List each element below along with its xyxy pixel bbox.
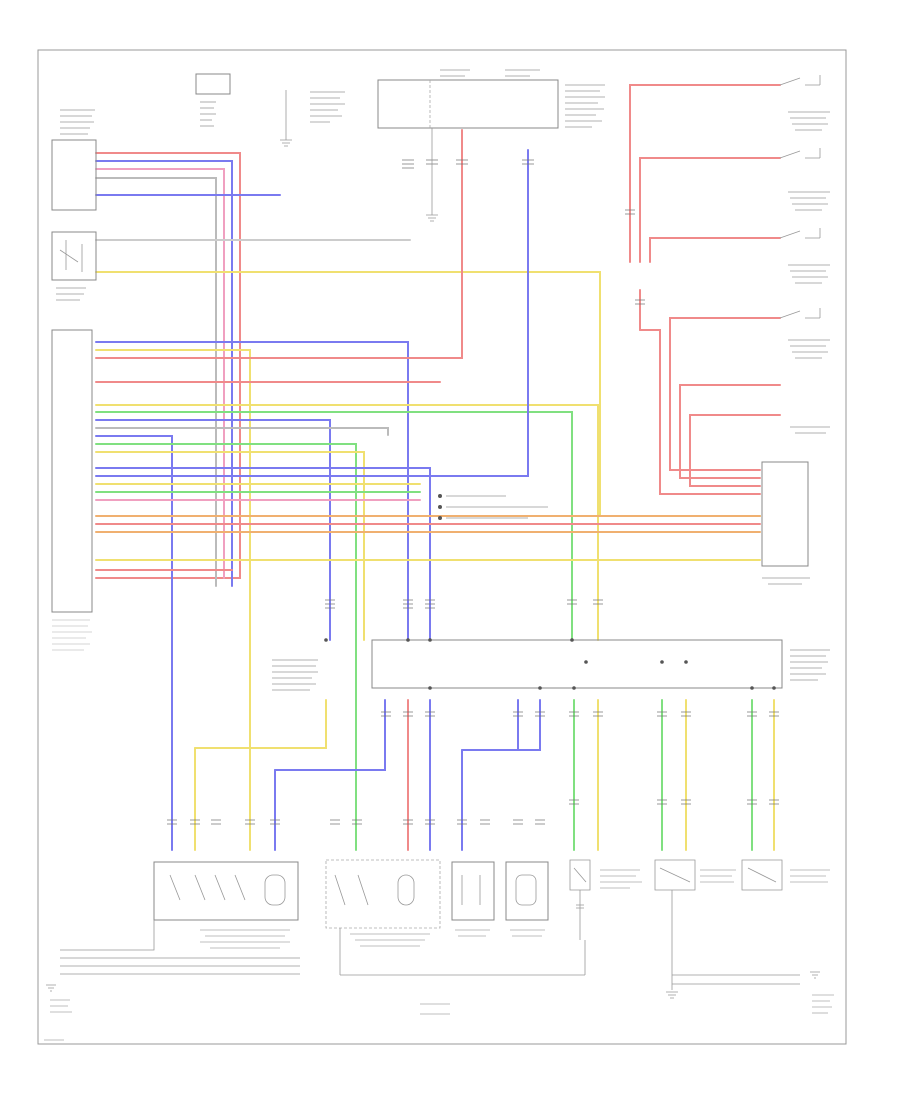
wire-blue-5 (95, 435, 173, 851)
occupant-sensor (51, 109, 97, 211)
wire-red-6 (629, 84, 781, 263)
legend (438, 494, 548, 520)
ground-junction (426, 128, 438, 222)
wire-blue-4 (95, 419, 331, 641)
junction-dots (324, 638, 776, 690)
sensor-c (451, 861, 495, 921)
diagram-frame (37, 49, 847, 1045)
door-switches (779, 75, 830, 434)
wire-blue-6 (95, 467, 431, 641)
wire-red-1 (95, 152, 241, 579)
wire-yellow-2 (95, 349, 251, 851)
wire-gray-1 (95, 177, 217, 587)
wire-yellow-3 (95, 404, 599, 641)
fuse-symbol (195, 73, 231, 127)
connector-block (51, 329, 93, 651)
sensor-d (505, 861, 549, 921)
legend-dot-2 (438, 505, 442, 509)
bottom-label-lines (44, 869, 834, 1041)
wire-green-1 (95, 411, 573, 641)
instrument-panel-jb (761, 461, 810, 585)
wire-red-8 (649, 237, 781, 263)
seat-switch (51, 231, 97, 301)
wire-red-7 (639, 157, 781, 263)
sensor-g (741, 859, 783, 891)
wire-red-10 (669, 317, 781, 471)
wire-blue-8 (274, 699, 386, 771)
legend-dot-1 (438, 494, 442, 498)
wire-blue-1 (95, 160, 233, 587)
ground-symbol-top (280, 90, 345, 147)
srs-control-bus (272, 639, 830, 691)
wire-gray-3 (95, 427, 389, 436)
wire-red-12 (689, 414, 781, 487)
wire-connector-marks (167, 159, 779, 825)
wire-red-11 (679, 384, 781, 479)
ground-bus (46, 890, 820, 999)
wire-green-2 (95, 443, 357, 851)
wires (95, 84, 781, 851)
wire-blue-7 (95, 149, 529, 477)
wire-blue-11 (461, 699, 519, 751)
legend-dot-3 (438, 516, 442, 520)
sensor-a (153, 861, 299, 921)
junction-block (377, 69, 605, 129)
sensor-f (654, 859, 696, 891)
wire-yellow-4 (95, 451, 365, 641)
wire-red-13 (639, 329, 761, 495)
wire-red-2 (95, 129, 463, 359)
wire-pink-1 (95, 168, 225, 579)
sensor-e (569, 859, 591, 940)
wire-yellow-7 (194, 699, 327, 749)
wire-blue-13 (484, 699, 541, 751)
wire-blue-3 (95, 341, 409, 641)
sensor-b (325, 859, 441, 929)
